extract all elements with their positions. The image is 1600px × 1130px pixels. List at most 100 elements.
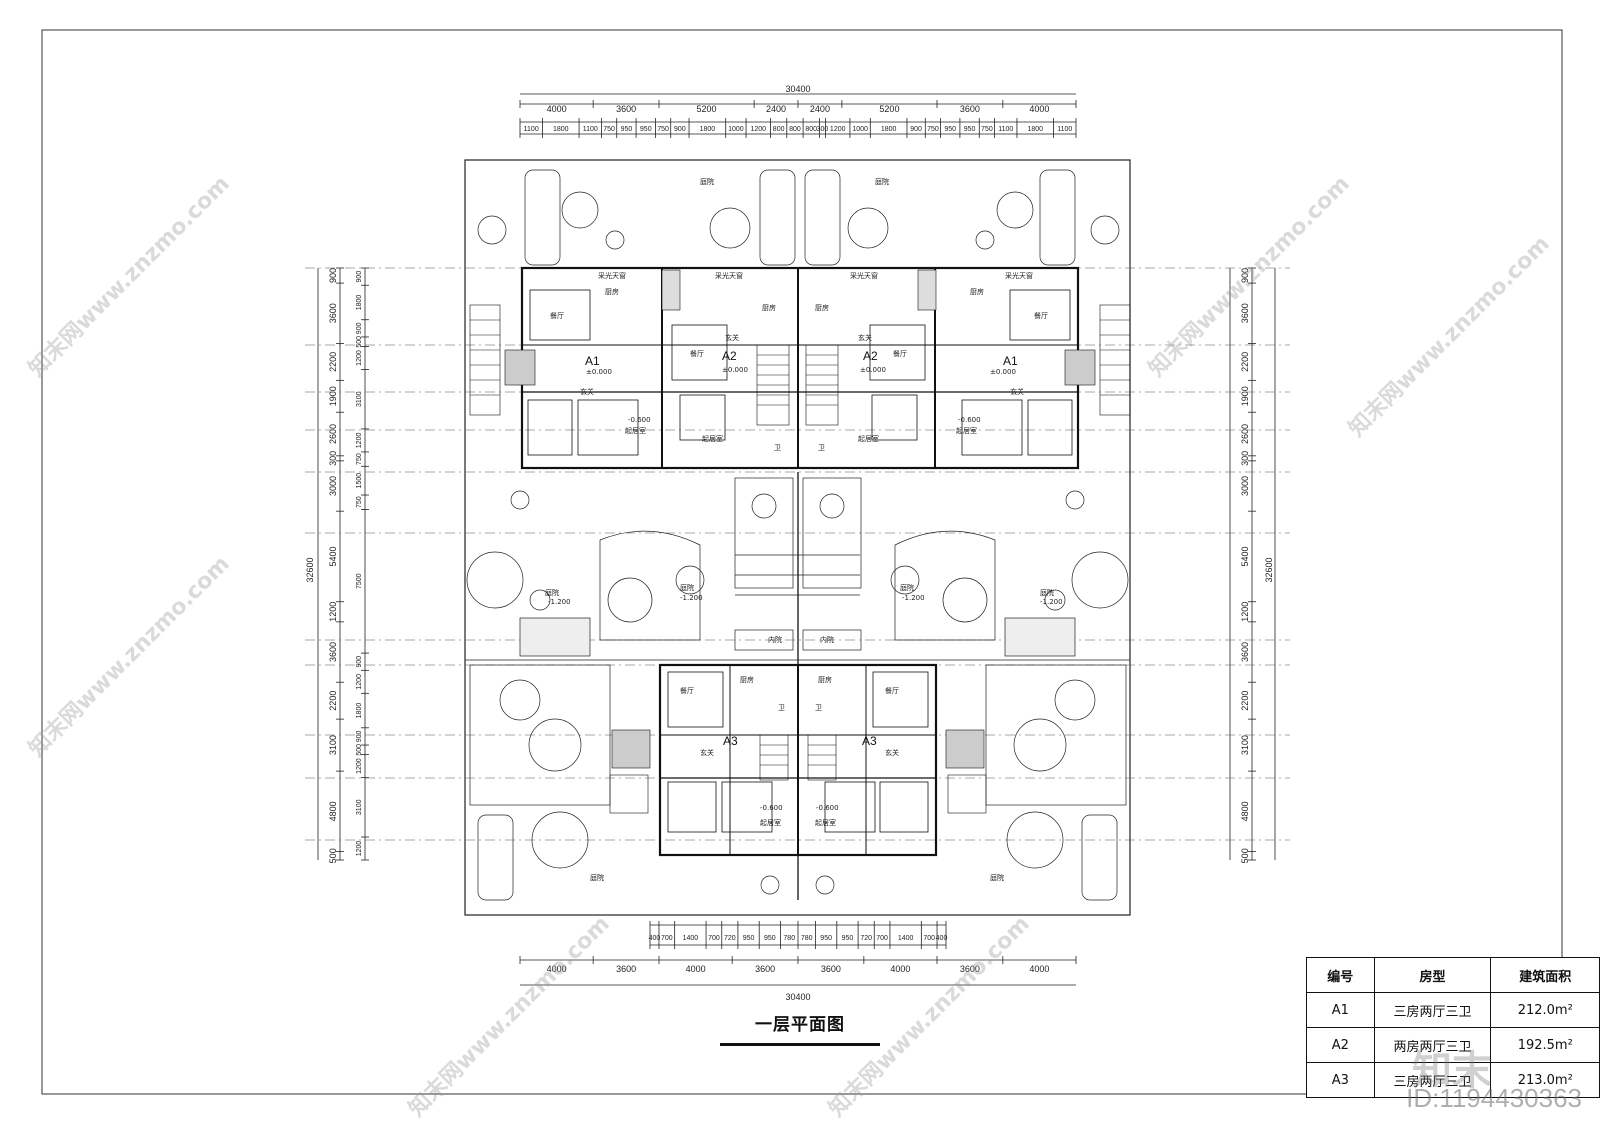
dimension-label: 2200 — [328, 352, 338, 372]
dimension-label: 1000 — [852, 126, 868, 133]
table-header: 建筑面积 — [1490, 957, 1600, 993]
room-label-kitchen: 厨房 — [818, 675, 832, 684]
dimension-label: 2200 — [1240, 691, 1250, 711]
lower-building-block — [609, 663, 987, 857]
dimension-label: 3600 — [960, 104, 980, 114]
dimension-label: 3600 — [1240, 642, 1250, 662]
dimension-label: 3600 — [1240, 303, 1250, 323]
bottom-total-dimension: 30400 — [785, 992, 810, 1002]
dimension-label: 3000 — [1240, 476, 1250, 496]
dimension-label: 950 — [944, 126, 956, 133]
table-header: 房型 — [1373, 957, 1492, 993]
left-total-dimension: 32600 — [305, 557, 315, 582]
dimension-label: 950 — [640, 126, 652, 133]
room-label-dining: 餐厅 — [885, 686, 899, 695]
room-label-dining: 餐厅 — [550, 311, 564, 320]
dimension-label: 750 — [657, 126, 669, 133]
dimension-label: 1100 — [998, 126, 1013, 133]
room-label-kitchen: 厨房 — [740, 675, 754, 684]
dimension-label: 2400 — [766, 104, 786, 114]
dimension-label: 900 — [356, 322, 363, 334]
room-label-kitchen: 厨房 — [815, 303, 829, 312]
lower-gardens — [465, 659, 1130, 901]
dimension-label: 720 — [724, 935, 736, 942]
dimension-label: 1200 — [356, 350, 363, 366]
dimension-label: 700 — [661, 935, 673, 942]
dimension-label: 950 — [621, 126, 633, 133]
dimension-label: 900 — [328, 268, 338, 283]
dimension-label: 4000 — [547, 964, 567, 974]
elevation-label: ±0.000 — [722, 366, 748, 374]
elevation-label: -1.200 — [680, 594, 703, 602]
dimension-label: 800 — [773, 126, 785, 133]
room-label-dining: 餐厅 — [690, 349, 704, 358]
elevation-label: ±0.000 — [990, 368, 1016, 376]
room-label-dining: 餐厅 — [1034, 311, 1048, 320]
room-label-kitchen: 厨房 — [605, 287, 619, 296]
dimension-label: 1100 — [524, 126, 539, 133]
dimension-label: 900 — [356, 730, 363, 742]
elevation-label: -0.600 — [760, 804, 783, 812]
room-label-courtyard: 庭院 — [1040, 588, 1054, 597]
dimension-label: 4000 — [1029, 104, 1049, 114]
dimension-label: 900 — [1240, 268, 1250, 283]
table-row: A2 两房两厅三卫 192.5m² — [1306, 1027, 1600, 1063]
dimension-label: 750 — [356, 496, 363, 508]
dimension-label: 900 — [356, 271, 363, 283]
dimension-label: 4000 — [890, 964, 910, 974]
dimension-label: 400 — [936, 935, 948, 942]
unit-label-a3-left: A3 — [723, 734, 738, 748]
dimension-label: 2200 — [1240, 352, 1250, 372]
dimension-label: 1500 — [356, 473, 363, 489]
room-label-living: 起居室 — [858, 434, 879, 443]
room-label-lightwell: 采光天窗 — [598, 271, 626, 280]
drawing-title-block: 一层平面图 — [720, 1010, 880, 1046]
room-label-courtyard: 庭院 — [680, 583, 694, 592]
bottom-dimension-ticks — [519, 921, 1077, 964]
unit-label-a2-right: A2 — [863, 349, 878, 363]
dimension-label: 1400 — [683, 935, 699, 942]
dimension-label: 750 — [927, 126, 939, 133]
dimension-label: 950 — [764, 935, 776, 942]
dimension-label: 2600 — [1240, 424, 1250, 444]
dimension-label: 1800 — [1027, 126, 1043, 133]
dimension-label: 300 — [817, 126, 829, 133]
top-total-dimension: 30400 — [785, 84, 810, 94]
unit-labels: A1 A2 A2 A1 A3 A3 — [585, 349, 1018, 748]
table-cell-type: 三房两厅三卫 — [1373, 1062, 1492, 1098]
side-dimension-ticks — [336, 267, 1256, 861]
dimension-label: 1100 — [583, 126, 598, 133]
dimension-label: 3000 — [328, 476, 338, 496]
dimension-label: 700 — [923, 935, 935, 942]
drawing-title: 一层平面图 — [755, 1015, 845, 1035]
room-label-courtyard: 庭院 — [590, 873, 604, 882]
dimension-label: 4800 — [328, 801, 338, 821]
unit-label-a2-left: A2 — [722, 349, 737, 363]
drawing-frame — [41, 29, 1563, 1095]
dimension-label: 400 — [649, 935, 661, 942]
room-labels: 餐厅 餐厅 餐厅 餐厅 厨房 厨房 厨房 厨房 起居室 起居室 起居室 起居室 … — [545, 177, 1063, 882]
table-cell-id: A3 — [1306, 1062, 1375, 1098]
dimension-label: 1200 — [356, 758, 363, 774]
room-label-living: 起居室 — [956, 426, 977, 435]
dimension-label: 4000 — [686, 964, 706, 974]
dimension-label: 1200 — [1240, 602, 1250, 622]
room-label-bath: 卫 — [774, 444, 781, 452]
room-label-dining: 餐厅 — [893, 349, 907, 358]
elevation-label: -1.200 — [1040, 598, 1063, 606]
title-underline — [720, 1043, 880, 1046]
room-label-lightwell: 采光天窗 — [850, 271, 878, 280]
dimension-label: 1100 — [1057, 126, 1072, 133]
right-total-dimension: 32600 — [1264, 557, 1274, 582]
elevation-label: ±0.000 — [860, 366, 886, 374]
top-dimension-ticks — [519, 100, 1077, 138]
central-courtyards — [466, 472, 1129, 900]
dimension-label: 1000 — [728, 126, 744, 133]
dimension-label: 5400 — [1240, 546, 1250, 566]
dimension-label: 900 — [356, 656, 363, 668]
logo-watermark: 知末 — [1412, 1048, 1492, 1094]
dimension-label: 500 — [356, 336, 363, 348]
dimension-label: 750 — [356, 453, 363, 465]
dimension-label: 950 — [964, 126, 976, 133]
